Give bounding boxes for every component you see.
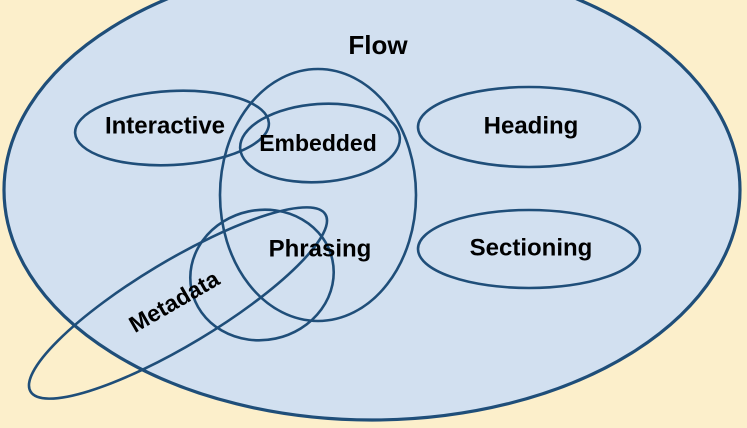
set-label-flow: Flow <box>348 30 408 60</box>
set-ellipse-phrasing-container[interactable] <box>218 67 418 323</box>
set-label-embedded: Embedded <box>259 130 377 156</box>
set-ellipse-metadata[interactable] <box>9 178 347 427</box>
set-label-heading: Heading <box>484 112 579 139</box>
set-label-sectioning: Sectioning <box>470 234 593 261</box>
set-ellipse-embedded[interactable] <box>237 99 402 188</box>
set-ellipse-interactive[interactable] <box>73 86 271 170</box>
set-ellipse-phrasing[interactable] <box>178 196 346 353</box>
set-ellipse-heading[interactable] <box>416 85 642 169</box>
set-ellipse-flow[interactable] <box>2 0 742 422</box>
set-label-interactive: Interactive <box>105 112 225 139</box>
set-ellipse-sectioning[interactable] <box>416 208 642 290</box>
set-label-phrasing: Phrasing <box>269 235 372 262</box>
